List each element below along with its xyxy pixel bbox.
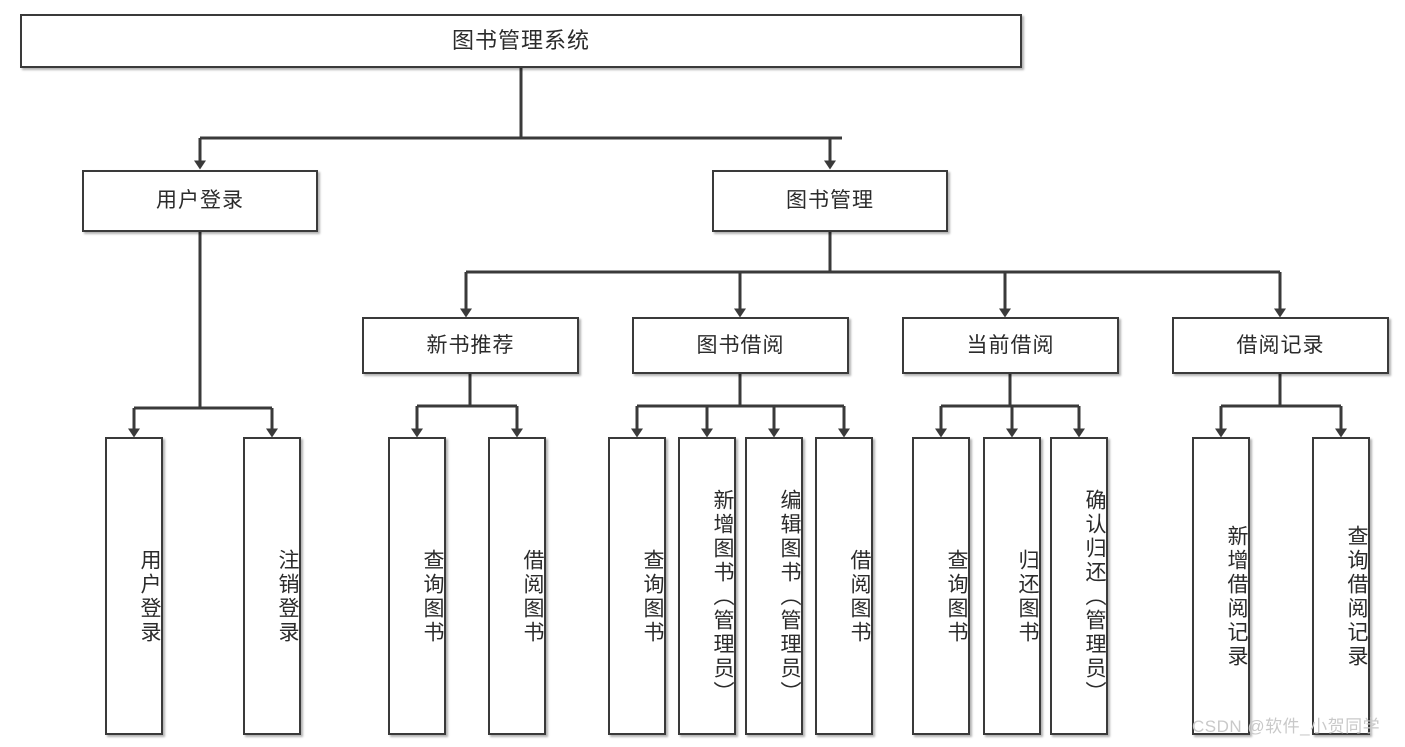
leaf-label: 查询图书 (421, 549, 444, 645)
leaf-label: 编辑图书（管理员） (778, 489, 801, 705)
leaf-edit-book-admin[interactable]: 编辑图书（管理员） (745, 437, 803, 735)
leaf-label: 归还图书 (1016, 549, 1039, 645)
node-book-borrow-label: 图书借阅 (696, 333, 785, 357)
node-new-book-recommend[interactable]: 新书推荐 (362, 317, 579, 374)
leaf-label: 新增图书（管理员） (711, 489, 734, 705)
leaf-label: 查询借阅记录 (1345, 525, 1368, 669)
node-root-label: 图书管理系统 (451, 27, 590, 53)
leaf-user-login[interactable]: 用户登录 (105, 437, 163, 735)
leaf-return-book[interactable]: 归还图书 (983, 437, 1041, 735)
leaf-label: 借阅图书 (521, 549, 544, 645)
node-borrow-record-label: 借阅记录 (1236, 333, 1325, 357)
node-book-manage-label: 图书管理 (786, 189, 874, 213)
leaf-label: 查询图书 (641, 549, 664, 645)
node-book-manage[interactable]: 图书管理 (712, 170, 948, 232)
leaf-label: 确认归还（管理员） (1083, 489, 1106, 705)
leaf-query-book-recommend[interactable]: 查询图书 (388, 437, 446, 735)
leaf-logout[interactable]: 注销登录 (243, 437, 301, 735)
leaf-label: 查询图书 (945, 549, 968, 645)
leaf-query-book-borrow[interactable]: 查询图书 (608, 437, 666, 735)
node-borrow-record[interactable]: 借阅记录 (1172, 317, 1389, 374)
leaf-label: 新增借阅记录 (1225, 525, 1248, 669)
node-root[interactable]: 图书管理系统 (20, 14, 1022, 68)
leaf-borrow-book-recommend[interactable]: 借阅图书 (488, 437, 546, 735)
node-new-book-recommend-label: 新书推荐 (426, 333, 515, 357)
leaf-query-borrow-record[interactable]: 查询借阅记录 (1312, 437, 1370, 735)
leaf-query-book-current[interactable]: 查询图书 (912, 437, 970, 735)
node-user-login-label: 用户登录 (156, 189, 244, 213)
node-user-login[interactable]: 用户登录 (82, 170, 318, 232)
leaf-borrow-book[interactable]: 借阅图书 (815, 437, 873, 735)
leaf-add-book-admin[interactable]: 新增图书（管理员） (678, 437, 736, 735)
node-book-borrow[interactable]: 图书借阅 (632, 317, 849, 374)
leaf-label: 注销登录 (276, 549, 299, 645)
leaf-label: 借阅图书 (848, 549, 871, 645)
leaf-confirm-return-admin[interactable]: 确认归还（管理员） (1050, 437, 1108, 735)
csdn-watermark: CSDN @软件_小贺同学 (1192, 717, 1381, 736)
leaf-add-borrow-record[interactable]: 新增借阅记录 (1192, 437, 1250, 735)
node-current-borrow[interactable]: 当前借阅 (902, 317, 1119, 374)
leaf-label: 用户登录 (138, 549, 161, 645)
node-current-borrow-label: 当前借阅 (966, 333, 1055, 357)
